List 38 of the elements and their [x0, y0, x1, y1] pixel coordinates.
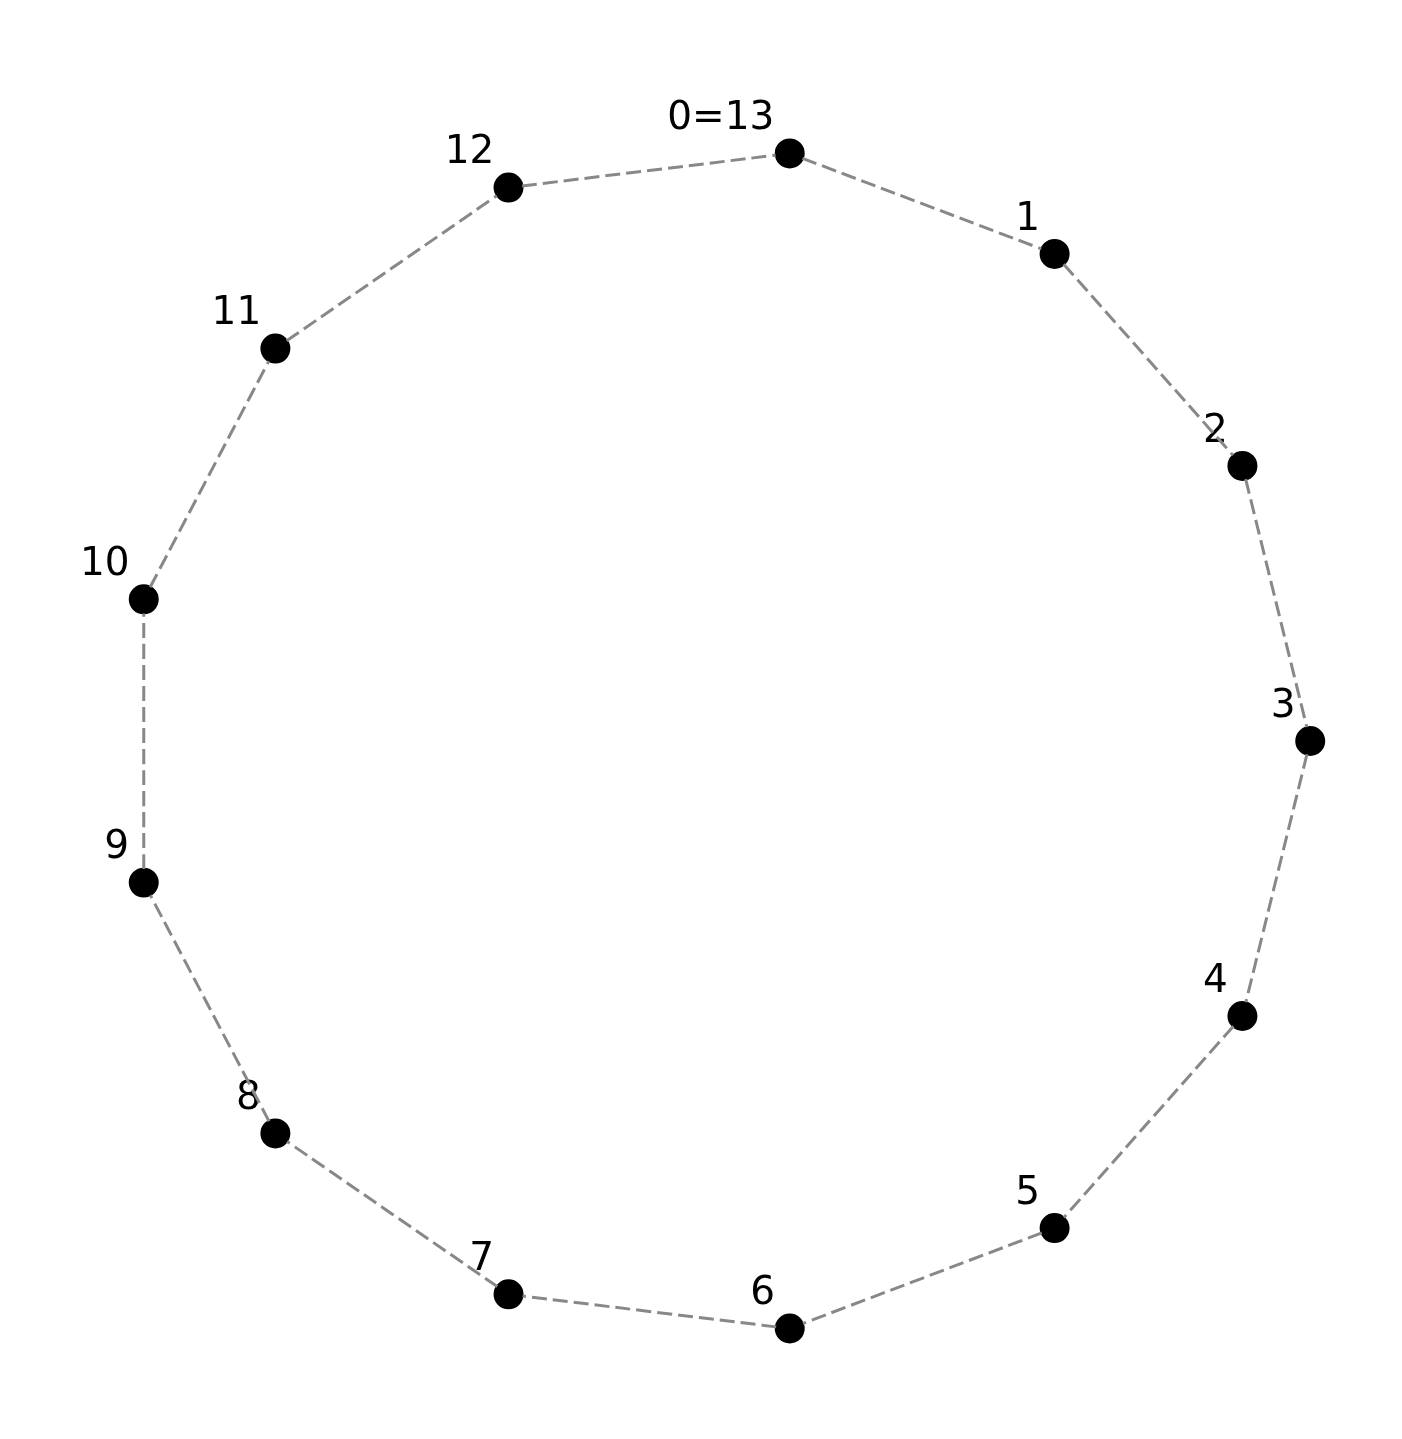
node-label: 11	[211, 287, 261, 333]
node-circle	[493, 1278, 524, 1309]
connector	[1243, 478, 1308, 728]
connector	[148, 894, 270, 1122]
connector	[285, 1139, 498, 1288]
node-label: 12	[444, 126, 494, 172]
node-circle	[774, 137, 805, 168]
node-label: 7	[468, 1233, 494, 1279]
connector	[521, 153, 776, 187]
node-circle	[774, 1313, 805, 1343]
node-label: 4	[1202, 955, 1228, 1001]
connector	[1062, 1024, 1234, 1218]
node-circle	[128, 867, 159, 898]
node-label: 10	[79, 538, 130, 584]
node-label: 3	[1270, 680, 1296, 726]
node-circle	[493, 172, 524, 203]
node-circle	[128, 583, 159, 614]
node-label: 9	[103, 821, 129, 867]
connector	[1062, 262, 1234, 456]
node-label: 6	[749, 1267, 775, 1313]
node-circle	[1294, 725, 1325, 756]
connector	[141, 613, 145, 869]
node-circle	[259, 1117, 290, 1148]
node-label: 2	[1202, 405, 1228, 451]
connector	[521, 1294, 776, 1328]
node-circle	[259, 333, 290, 364]
connector	[285, 193, 498, 342]
connector	[148, 359, 270, 588]
node-circle	[1039, 238, 1070, 269]
node-circle	[1226, 1000, 1257, 1031]
node-label: 0=13	[666, 92, 774, 138]
connector	[1243, 753, 1308, 1003]
node-circle	[1039, 1212, 1070, 1243]
node-label: 5	[1014, 1167, 1040, 1213]
connector	[801, 156, 1042, 250]
node-circle	[1226, 450, 1257, 481]
connector	[801, 1231, 1042, 1325]
node-label: 1	[1014, 193, 1040, 239]
